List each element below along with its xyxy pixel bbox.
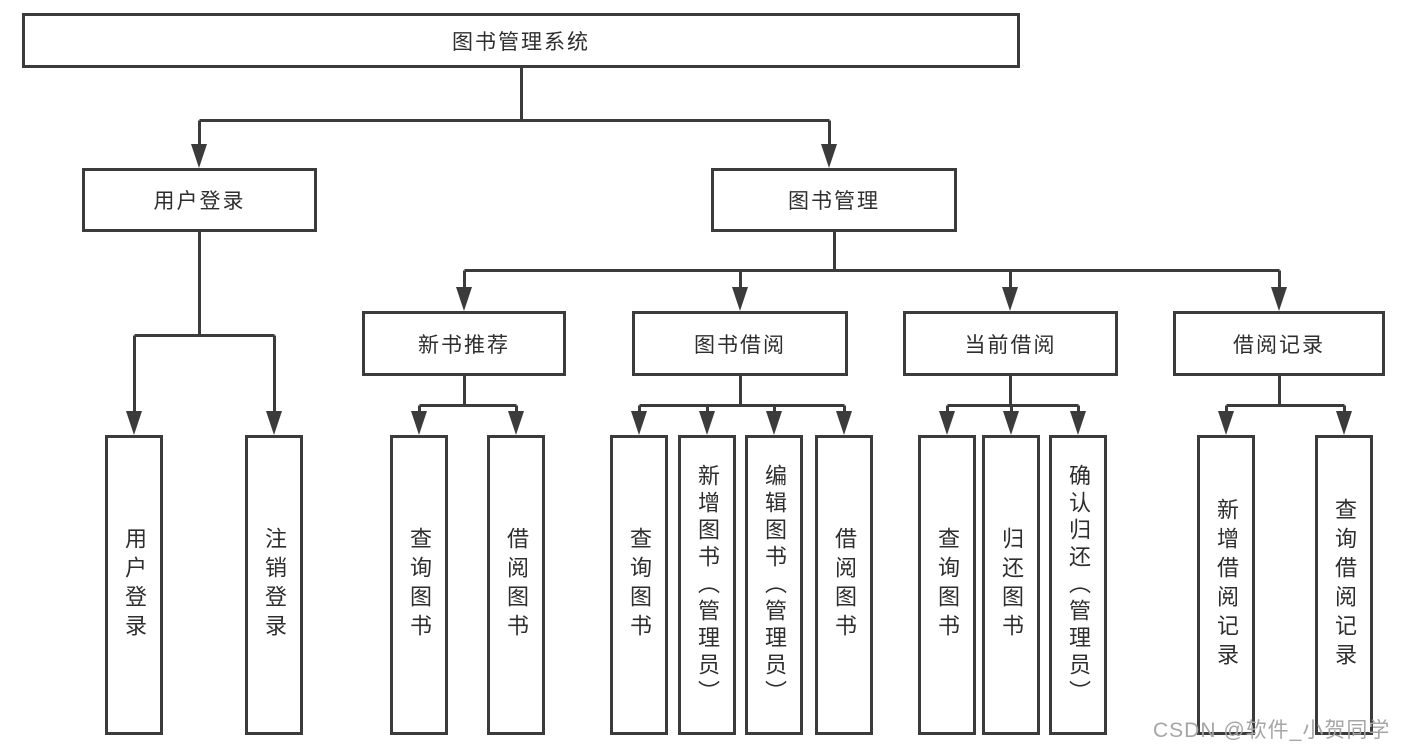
node-user-login: 用户登录 [82,168,317,232]
leaf-return-books: 归还图书 [982,435,1040,735]
node-current-borrowing: 当前借阅 [903,311,1118,376]
node-library-management-system: 图书管理系统 [22,13,1020,68]
connector-borrowing-records-children [1218,376,1352,435]
leaf-query-books: 查询图书 [610,435,668,735]
connector-new-book-recommendation-children [411,376,524,435]
leaf-borrow-books: 借阅图书 [487,435,545,735]
leaf-query-borrowing-record: 查询借阅记录 [1315,435,1373,735]
connector-current-borrowing-children [939,376,1086,435]
leaf-edit-books-admin: 编辑图书（管理员） [745,435,803,735]
leaf-user-login: 用户登录 [105,435,163,735]
leaf-query-books: 查询图书 [390,435,448,735]
leaf-add-books-admin: 新增图书（管理员） [678,435,736,735]
connector-book-borrowing-children [631,376,852,435]
leaf-borrow-books: 借阅图书 [815,435,873,735]
node-new-book-recommendation: 新书推荐 [362,311,566,376]
connector-user-login-children [126,232,282,435]
leaf-add-borrowing-record: 新增借阅记录 [1197,435,1255,735]
leaf-logout-login: 注销登录 [245,435,303,735]
connector-book-management-children [456,232,1287,311]
leaf-confirm-return-admin: 确认归还（管理员） [1049,435,1107,735]
csdn-watermark: CSDN @软件_小贺同学 [1153,719,1391,742]
connector-root-to-branches [191,68,837,168]
node-book-borrowing: 图书借阅 [632,311,848,376]
node-borrowing-records: 借阅记录 [1173,311,1385,376]
leaf-query-books: 查询图书 [918,435,976,735]
node-book-management: 图书管理 [711,168,957,232]
